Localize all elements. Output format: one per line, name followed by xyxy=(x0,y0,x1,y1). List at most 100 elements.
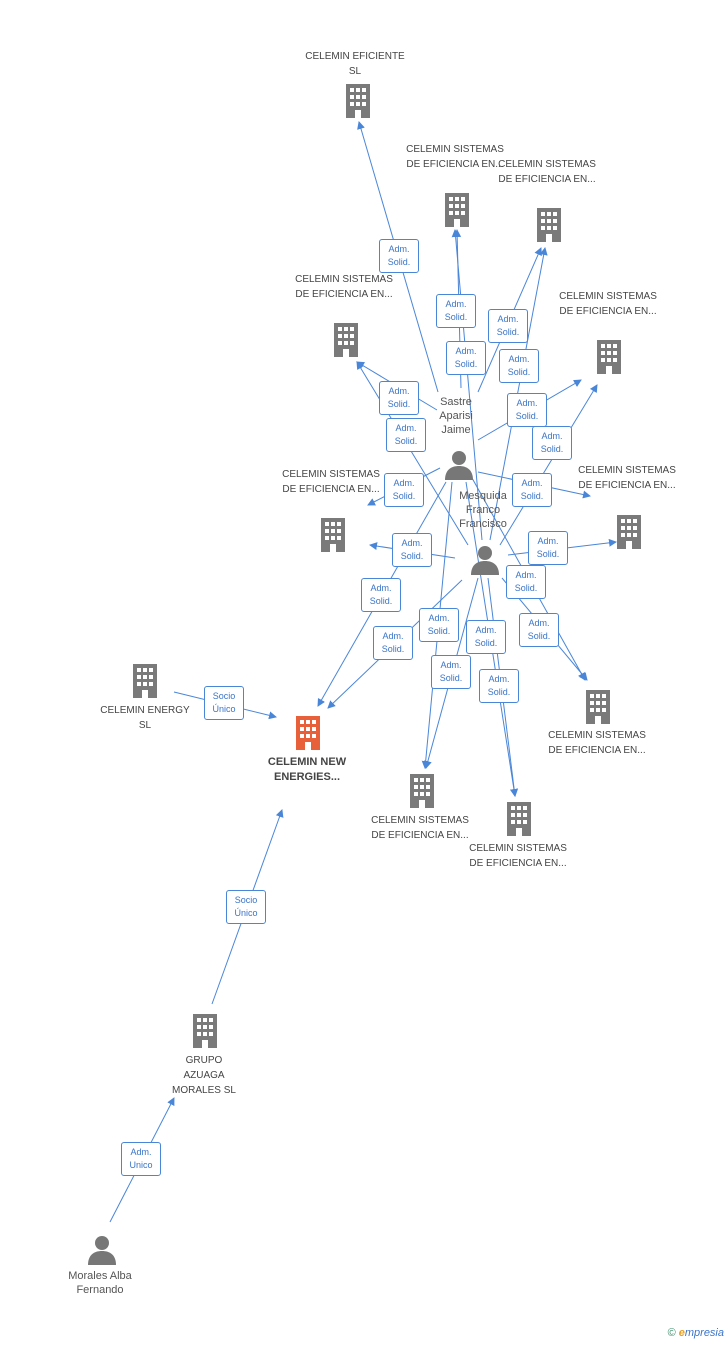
brand-initial: e xyxy=(678,1327,685,1339)
edge-label-adm-solid: Adm.Solid. xyxy=(431,655,471,689)
edge-label-line: Solid. xyxy=(474,638,498,648)
edge-label-line: Solid. xyxy=(427,626,451,636)
building-icon xyxy=(346,84,370,118)
edge-label-line: Único xyxy=(234,908,258,918)
edge-label-line: Solid. xyxy=(520,491,544,501)
edge-label-line: Solid. xyxy=(381,644,405,654)
edge-label-line: Solid. xyxy=(487,687,511,697)
edge-label-line: Adm. xyxy=(537,536,559,546)
edge-label-adm-solid: Adm. Solid. xyxy=(392,533,432,567)
node-label: CELEMIN SISTEMAS DE EFICIENCIA EN... xyxy=(559,291,657,317)
edge-label-line: Solid. xyxy=(496,327,520,337)
edge-label-line: Solid. xyxy=(536,549,560,559)
edge-label-line: Adm. xyxy=(401,538,423,548)
edge-label-line: Solid. xyxy=(514,583,538,593)
edge-label-line: Solid. xyxy=(387,399,411,409)
edge-mesquida-sist-right-upper xyxy=(499,384,598,546)
person-icon xyxy=(471,546,499,575)
edge-label-line: Solid. xyxy=(507,367,531,377)
person-name: Morales Alba Fernando xyxy=(68,1270,132,1296)
node-label: CELEMIN SISTEMAS DE EFICIENCIA EN... xyxy=(371,815,469,841)
edge-label-line: Solid. xyxy=(392,491,416,501)
node-label: CELEMIN SISTEMAS DE EFICIENCIA EN... xyxy=(406,144,504,170)
node-label: CELEMIN SISTEMAS DE EFICIENCIA EN... xyxy=(295,274,393,300)
edge-label-line: Socio xyxy=(234,895,258,905)
edge-label-line: Solid. xyxy=(454,359,478,369)
building-icon xyxy=(321,518,345,552)
edge-label-line: Solid. xyxy=(387,257,411,267)
edge-label-line: Adm. xyxy=(130,1147,152,1157)
brand-name: mpresia xyxy=(684,1327,724,1339)
edge-label-line: Adm. xyxy=(528,618,550,628)
building-icon xyxy=(133,664,157,698)
edge-label-line: Adm. xyxy=(382,631,404,641)
edge-label-adm-solid: Adm. Solid. xyxy=(373,626,413,660)
edge-label-adm-solid: Adm. Solid. xyxy=(446,341,486,375)
building-icon xyxy=(193,1014,217,1048)
building-icon-highlighted xyxy=(296,716,320,750)
edge-label-line: Adm. xyxy=(370,583,392,593)
edge-label-line: Adm. xyxy=(455,346,477,356)
edge-label-line: Adm. xyxy=(475,625,497,635)
edge-label-adm-solid: Adm. Solid. xyxy=(512,473,552,507)
edge-label-adm-solid: Adm.Solid. xyxy=(386,418,426,452)
edge-label-line: Adm. xyxy=(440,660,462,670)
edge-label-line: Adm. xyxy=(388,244,410,254)
edge-label-line: Único xyxy=(212,704,236,714)
edge-label-adm-solid: Adm. Solid. xyxy=(466,620,506,654)
edge-mesquida-sist-top-center xyxy=(451,229,483,541)
person-icon xyxy=(445,451,473,480)
edge-label-line: Adm. xyxy=(428,613,450,623)
edge-label-line: Adm. xyxy=(488,674,510,684)
edge-label-adm-solid: Adm. Solid. xyxy=(528,531,568,565)
building-icon xyxy=(537,208,561,242)
edge-label-line: Solid. xyxy=(540,444,564,454)
edge-label-line: Adm. xyxy=(388,386,410,396)
edge-label-line: Adm. xyxy=(541,431,563,441)
edge-label-adm-unico: Adm. Unico xyxy=(121,1142,161,1176)
node-label: CELEMIN SISTEMAS DE EFICIENCIA EN... xyxy=(469,843,567,869)
edge-label-line: Adm. xyxy=(515,570,537,580)
edge-label-line: Solid. xyxy=(527,631,551,641)
person-icon xyxy=(88,1236,116,1265)
node-label: CELEMIN SISTEMAS DE EFICIENCIA EN... xyxy=(578,465,676,491)
building-icon xyxy=(617,515,641,549)
edge-label-line: Solid. xyxy=(444,312,468,322)
edge-label-line: Adm. xyxy=(497,314,519,324)
edge-label-line: Solid. xyxy=(394,436,418,446)
edge-label-line: Adm. xyxy=(508,354,530,364)
edge-label-adm-solid: Adm. Solid. xyxy=(519,613,559,647)
node-label: CELEMIN NEW ENERGIES... xyxy=(267,756,347,783)
edge-label-line: Solid. xyxy=(400,551,424,561)
edge-label-adm-solid: Adm.Solid. xyxy=(384,473,424,507)
node-label: CELEMIN ENERGY SL xyxy=(100,705,190,731)
edge-label-adm-solid: Adm. Solid. xyxy=(361,578,401,612)
empresia-watermark: © empresia xyxy=(668,1327,724,1339)
building-icon xyxy=(334,323,358,357)
edge-label-line: Unico xyxy=(129,1160,153,1170)
node-label: CELEMIN EFICIENTE SL xyxy=(305,51,405,77)
copyright-icon: © xyxy=(667,1327,676,1339)
node-label: CELEMIN SISTEMAS DE EFICIENCIA EN... xyxy=(498,159,596,185)
edge-label-adm-solid: Adm. Solid. xyxy=(488,309,528,343)
building-icon xyxy=(507,802,531,836)
edge-label-line: Adm. xyxy=(521,478,543,488)
edge-label-line: Adm. xyxy=(516,398,538,408)
edge-label-line: Socio xyxy=(212,691,236,701)
building-icon xyxy=(597,340,621,374)
building-icon xyxy=(586,690,610,724)
edge-label-adm-solid: Adm.Solid. xyxy=(436,294,476,328)
node-label: CELEMIN SISTEMAS DE EFICIENCIA EN... xyxy=(548,730,646,756)
edge-mesquida-sist-left-upper xyxy=(356,361,469,546)
edge-label-adm-solid: Adm. Solid. xyxy=(479,669,519,703)
edge-label-adm-solid: Adm. Solid. xyxy=(419,608,459,642)
node-label: GRUPO AZUAGA MORALES SL xyxy=(172,1055,236,1096)
edge-label-line: Solid. xyxy=(369,596,393,606)
edge-label-adm-solid: Adm. Solid. xyxy=(499,349,539,383)
edge-label-adm-solid: Adm. Solid. xyxy=(506,565,546,599)
person-name: Sastre Aparisi Jaime xyxy=(439,396,473,436)
edge-label-adm-solid: Adm.Solid. xyxy=(507,393,547,427)
